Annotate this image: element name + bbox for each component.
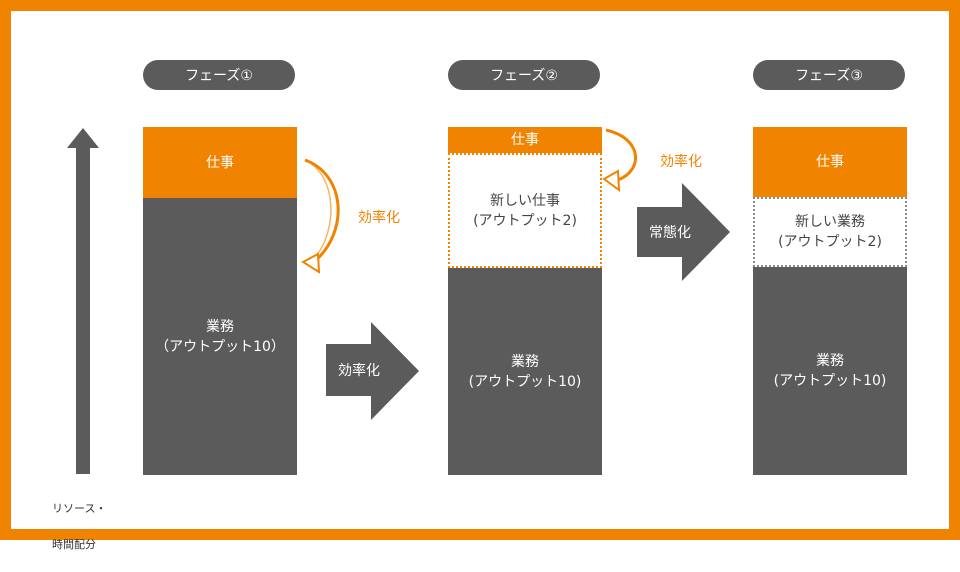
phase2-work-block: 仕事	[448, 127, 602, 153]
phase3-work-text: 仕事	[816, 154, 844, 170]
phase-2-label: フェーズ②	[448, 60, 600, 90]
phase3-new-business-title: 新しい業務	[795, 214, 865, 230]
arrow1-label: 効率化	[338, 363, 380, 379]
phase1-work-block: 仕事	[143, 127, 297, 198]
phase2-business-title: 業務	[511, 353, 539, 370]
phase3-work-block: 仕事	[753, 127, 907, 197]
phase2-work-text: 仕事	[511, 132, 539, 148]
phase2-business-block: 業務 (アウトプット10)	[448, 268, 602, 475]
phase2-new-work-title: 新しい仕事	[490, 192, 560, 209]
curved-arrow-1	[304, 158, 340, 264]
diagram-shapes	[67, 128, 730, 474]
phase3-business-block: 業務 (アウトプット10)	[753, 267, 907, 475]
curved-arrow-2	[605, 128, 637, 182]
big-arrow-2	[637, 183, 730, 281]
phase3-business-title: 業務	[816, 353, 844, 369]
phase3-new-business-output: (アウトプット2)	[778, 234, 882, 250]
resource-axis-arrow	[67, 128, 99, 474]
axis-label-line2: 時間配分	[52, 538, 96, 551]
phase-1-label: フェーズ①	[143, 60, 295, 90]
phase-3-label: フェーズ③	[753, 60, 905, 90]
resource-axis-label: リソース・ 時間配分	[52, 482, 106, 572]
phase2-business-output: (アウトプット10)	[468, 373, 582, 390]
big-arrow-1	[326, 322, 419, 420]
phase1-business-block: 業務 （アウトプット10）	[143, 198, 297, 475]
curved-arrow-1-head	[301, 252, 321, 274]
phase3-new-business-block: 新しい業務 (アウトプット2)	[753, 197, 907, 267]
phase3-business-output: (アウトプット10)	[773, 373, 887, 389]
curved-arrow-2-head	[602, 169, 621, 193]
phase2-efficiency-label: 効率化	[660, 154, 702, 170]
phase1-business-output: （アウトプット10）	[155, 338, 285, 355]
axis-label-line1: リソース・	[52, 502, 107, 515]
phase2-new-work-output: (アウトプット2)	[473, 212, 577, 229]
phase1-business-title: 業務	[205, 318, 234, 335]
phase2-new-work-block: 新しい仕事 (アウトプット2)	[448, 153, 602, 268]
arrow2-label: 常態化	[649, 225, 691, 241]
phase1-efficiency-label: 効率化	[358, 210, 400, 226]
phase1-work-text: 仕事	[206, 154, 234, 171]
